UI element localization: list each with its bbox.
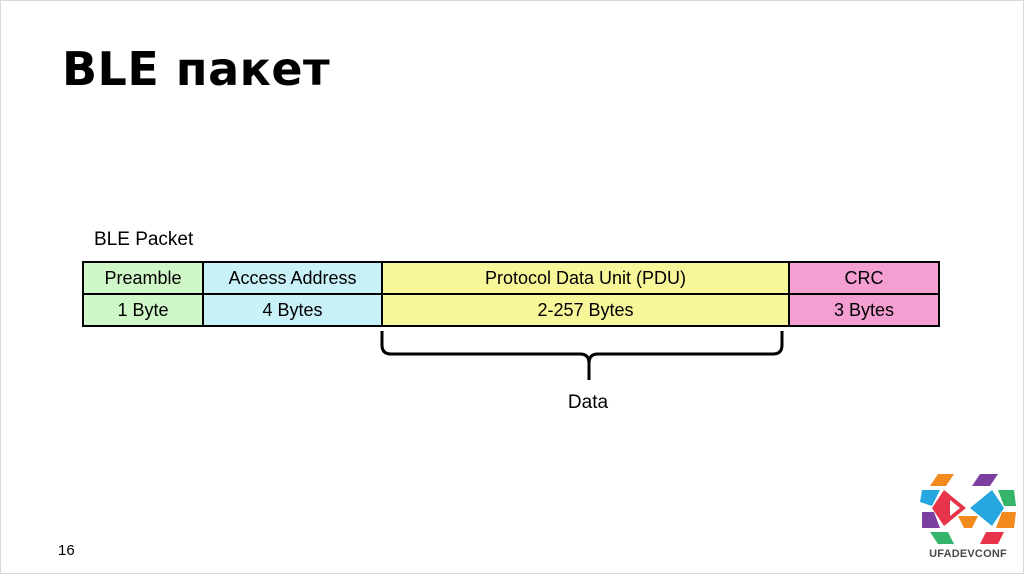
- field-name-preamble: Preamble: [82, 261, 204, 295]
- packet-caption: BLE Packet: [94, 229, 194, 250]
- field-name-access-address: Access Address: [202, 261, 383, 295]
- field-size-pdu: 2-257 Bytes: [381, 293, 790, 327]
- ufadevconf-logo: UFADEVCONF: [918, 472, 1018, 564]
- packet-field-sizes-row: 1 Byte 4 Bytes 2-257 Bytes 3 Bytes: [82, 293, 940, 327]
- slide-title: BLE пакет: [62, 42, 331, 96]
- field-size-access-address: 4 Bytes: [202, 293, 383, 327]
- logo-mark-icon: [920, 474, 1016, 544]
- field-size-preamble: 1 Byte: [82, 293, 204, 327]
- packet-field-names-row: Preamble Access Address Protocol Data Un…: [82, 261, 940, 295]
- field-size-crc: 3 Bytes: [788, 293, 940, 327]
- logo-text: UFADEVCONF: [929, 548, 1007, 560]
- field-name-crc: CRC: [788, 261, 940, 295]
- field-name-pdu: Protocol Data Unit (PDU): [381, 261, 790, 295]
- page-number: 16: [58, 542, 75, 559]
- packet-table: Preamble Access Address Protocol Data Un…: [82, 261, 940, 327]
- data-label: Data: [567, 392, 609, 413]
